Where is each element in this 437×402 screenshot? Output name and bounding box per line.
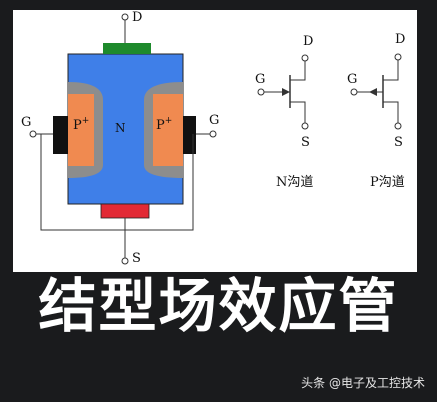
n-symbol-source-lead [290, 101, 306, 123]
p-symbol-drain-lead [383, 60, 399, 81]
xsec-source-label: S [132, 251, 141, 266]
n-channel-label: N [115, 121, 126, 135]
p-symbol-gate-arrow [369, 88, 377, 96]
p-symbol-source-lead [383, 101, 399, 123]
xsec-gate-right-label: G [209, 113, 219, 128]
xsec-drain-label: D [132, 10, 142, 25]
gate-right-terminal [209, 130, 217, 138]
p-right-label: P+ [156, 116, 172, 133]
source-contact [100, 203, 150, 219]
p-region-left [68, 94, 94, 166]
n-symbol-drain-lead [290, 61, 306, 81]
p-symbol-gate-terminal [350, 88, 358, 96]
gate-contact-right [183, 116, 196, 154]
n-symbol-gate-label: G [255, 72, 265, 87]
p-region-right [153, 94, 183, 166]
drain-contact [103, 43, 151, 54]
n-symbol-gate-arrow [282, 88, 290, 96]
n-symbol-source-label: S [301, 135, 310, 150]
diagram-panel: D P+ P+ N G G [13, 10, 417, 272]
n-symbol-drain-terminal [301, 54, 309, 62]
page-title: 结型场效应管 [38, 272, 399, 340]
drain-terminal [121, 13, 129, 21]
n-channel-symbol: D S G N沟道 [255, 34, 313, 190]
n-symbol-drain-label: D [303, 34, 313, 49]
watermark: 头条 @电子及工控技术 [301, 376, 425, 390]
n-symbol-gate-terminal [257, 88, 265, 96]
source-terminal [121, 257, 129, 265]
gate-contact-left [53, 116, 68, 154]
xsec-gate-left-label: G [21, 115, 31, 130]
p-symbol-gate-label: G [347, 72, 357, 87]
p-symbol-drain-terminal [394, 53, 402, 61]
p-symbol-caption: P沟道 [370, 175, 405, 190]
n-symbol-source-terminal [301, 122, 309, 130]
n-symbol-caption: N沟道 [276, 175, 313, 190]
p-symbol-source-label: S [394, 135, 403, 150]
gate-connection-loop [40, 134, 194, 231]
p-channel-symbol: D S G P沟道 [347, 32, 405, 190]
gate-left-terminal [29, 130, 37, 138]
jfet-diagram: D P+ P+ N G G [21, 10, 405, 266]
p-symbol-drain-label: D [395, 32, 405, 47]
p-left-label: P+ [73, 116, 89, 133]
p-symbol-source-terminal [394, 122, 402, 130]
